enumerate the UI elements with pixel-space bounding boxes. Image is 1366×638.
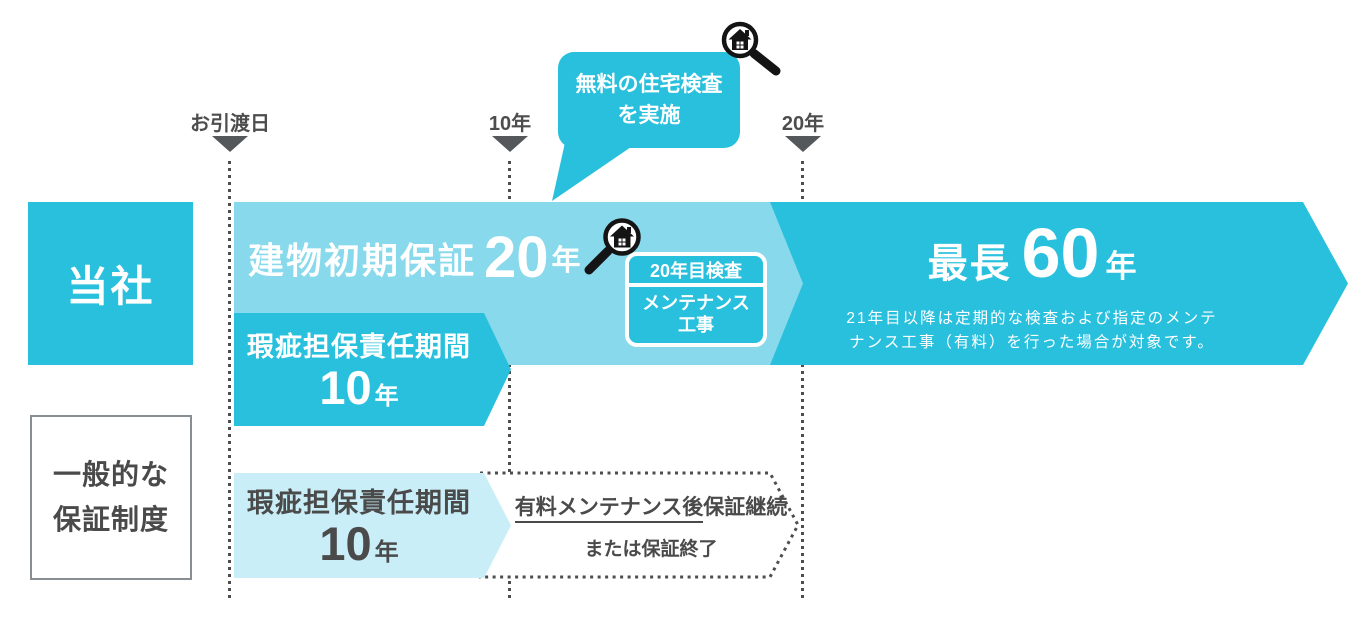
marker-label-20years: 20年 [781,113,825,135]
max-warranty-unit: 年 [1105,249,1137,285]
bubble-line1: 無料の住宅検査 [575,72,723,96]
after-maintenance-rest: 保証継続 [703,496,788,519]
general-label-box: 一般的な 保証制度 [30,415,192,580]
maintenance-cell: メンテナンス 工事 [629,287,763,343]
maintenance-line2: 工事 [678,315,714,335]
general-defect-period-band [234,473,511,578]
general-label-line1: 一般的な [52,458,169,490]
general-defect-number: 10 [319,516,372,570]
after-maintenance-underlined: 有料メンテナンス後 [514,496,704,523]
general-label-line2: 保証制度 [52,503,169,535]
marker-label-handover: お引渡日 [190,113,270,135]
maintenance-line1: メンテナンス [642,293,750,314]
initial-warranty-number: 20 [484,225,549,290]
company-label-box: 当社 [28,202,193,365]
company-defect-title: 瑕疵担保責任期間 [247,331,471,362]
max-warranty-arrow [742,202,1348,365]
marker-label-10years: 10年 [488,113,532,135]
general-defect-title: 瑕疵担保責任期間 [247,487,471,518]
company-defect-number: 10 [319,360,372,414]
marker-triangle-handover [212,136,248,152]
general-defect-period-text: 瑕疵担保責任期間 10 年 [234,473,484,578]
company-defect-period-band [234,313,511,426]
max-warranty-note-line1: 21年目以降は定期的な検査および指定のメンテ [846,310,1218,328]
free-inspection-bubble: 無料の住宅検査 を実施 [558,52,740,148]
max-warranty-prefix: 最長 [927,242,1012,287]
inspection-maintenance-box: 20年目検査 メンテナンス 工事 [625,252,767,347]
dotted-line-handover [228,161,231,601]
max-warranty-note-line2: ナンス工事（有料）を行った場合が対象です。 [849,333,1215,351]
company-defect-unit: 年 [374,382,399,410]
initial-warranty-prefix: 建物初期保証 [248,239,477,281]
initial-warranty-text: 建物初期保証 20 年 [248,202,581,313]
general-defect-unit: 年 [374,538,399,566]
max-warranty-number: 60 [1021,214,1100,293]
max-warranty-text: 最長 60 年 21年目以降は定期的な検査および指定のメンテ ナンス工事（有料）… [761,202,1303,365]
company-label: 当社 [66,263,155,310]
after-maintenance-line2: または保証終了 [584,539,718,560]
bubble-line2: を実施 [617,104,681,127]
initial-warranty-unit: 年 [551,244,581,277]
dotted-line-10years [508,161,511,601]
company-defect-period-text: 瑕疵担保責任期間 10 年 [234,313,484,426]
dotted-line-20years [801,161,804,601]
marker-triangle-20years [785,136,821,152]
marker-triangle-10years [492,136,528,152]
after-maintenance-text: 有料メンテナンス後保証継続 または保証終了 [505,473,797,577]
inspection-cell: 20年目検査 [629,256,763,287]
